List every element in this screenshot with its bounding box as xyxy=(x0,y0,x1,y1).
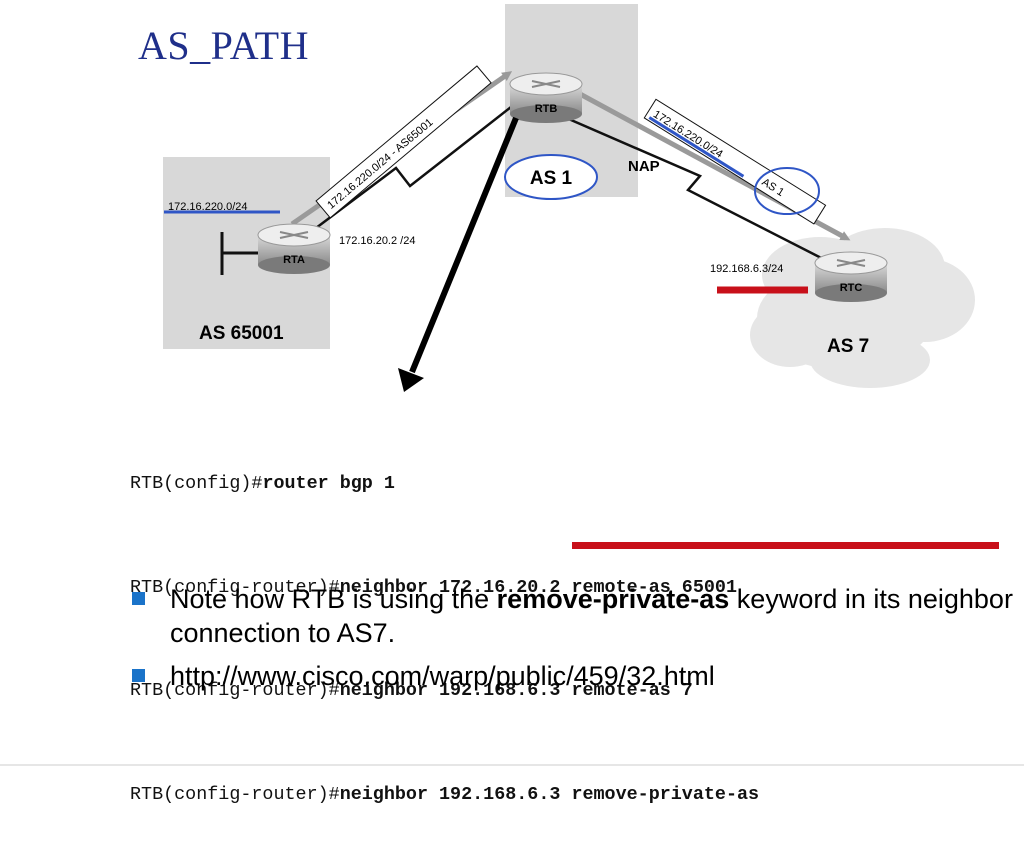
bullet-text-pre: Note how RTB is using the xyxy=(170,584,497,614)
code-command: neighbor 192.168.6.3 remote-as 7 xyxy=(339,680,693,701)
code-command: neighbor 192.168.6.3 remove-private-as xyxy=(339,783,760,805)
bullet-item-note: Note how RTB is using the remove-private… xyxy=(132,582,1022,650)
page-title: AS_PATH xyxy=(138,23,309,68)
code-command: router bgp 1 xyxy=(262,473,395,494)
link-rta-rtb xyxy=(299,99,521,241)
router-rtc-label: RTC xyxy=(840,282,863,294)
as-1-highlight-ellipse xyxy=(754,167,820,215)
config-pointer-arrowhead xyxy=(398,368,424,392)
bullet-text-post: keyword in its neighbor connection to AS… xyxy=(170,584,1013,648)
code-prompt: RTB(config-router)# xyxy=(130,680,340,701)
as-1-label: AS 1 xyxy=(530,168,573,189)
network-diagram: 172.16.220.0/24 172.16.220.0/24 - AS6500… xyxy=(163,4,975,392)
bullet-square-icon xyxy=(132,592,145,605)
router-rta: RTA xyxy=(257,223,331,274)
bottom-divider xyxy=(0,764,1024,766)
code-line-3: RTB(config-router)#neighbor 192.168.6.3 … xyxy=(130,674,759,709)
code-line-1: RTB(config)#router bgp 1 xyxy=(130,467,759,502)
update-label-rtb-rtc: 172.16.220.0/24 AS 1 xyxy=(643,98,827,225)
prefix-underline-blue xyxy=(648,116,745,178)
bullet-list: Note how RTB is using the remove-private… xyxy=(132,582,1022,702)
code-prompt: RTB(config)# xyxy=(130,473,263,494)
update-label-rta-rtb-text: 172.16.220.0/24 - AS65001 xyxy=(325,116,435,211)
bullet-square-icon xyxy=(132,669,145,682)
code-prompt: RTB(config-router)# xyxy=(130,783,340,805)
reference-link[interactable]: http://www.cisco.com/warp/public/459/32.… xyxy=(170,661,715,691)
nap-label: NAP xyxy=(628,158,660,175)
code-prompt: RTB(config-router)# xyxy=(130,576,340,598)
router-rta-label: RTA xyxy=(283,254,305,266)
code-command: neighbor 172.16.20.2 remote-as 65001 xyxy=(339,576,737,598)
as-7-label: AS 7 xyxy=(827,336,869,357)
code-line-2: RTB(config-router)#neighbor 172.16.20.2 … xyxy=(130,571,759,606)
bullet-item-link: http://www.cisco.com/warp/public/459/32.… xyxy=(132,659,1022,693)
lan-prefix-label: 172.16.220.0/24 xyxy=(168,201,248,213)
router-rtc: RTC xyxy=(814,251,888,302)
link-rtb-rtc xyxy=(547,108,836,267)
bullet-text-bold: remove-private-as xyxy=(496,584,730,614)
router-rtb-label: RTB xyxy=(535,103,558,115)
as-7-cloud xyxy=(750,228,975,388)
remove-private-as-underline xyxy=(572,542,999,549)
config-pointer-arrow xyxy=(409,116,519,374)
as-65001-label: AS 65001 xyxy=(199,323,284,344)
rta-ip-label: 172.16.20.2 /24 xyxy=(339,235,415,247)
as-1-ellipse xyxy=(504,154,598,200)
code-line-4: RTB(config-router)#neighbor 192.168.6.3 … xyxy=(130,778,759,813)
rtc-ip-label: 192.168.6.3/24 xyxy=(710,263,783,275)
router-rtb: RTB xyxy=(509,72,583,123)
